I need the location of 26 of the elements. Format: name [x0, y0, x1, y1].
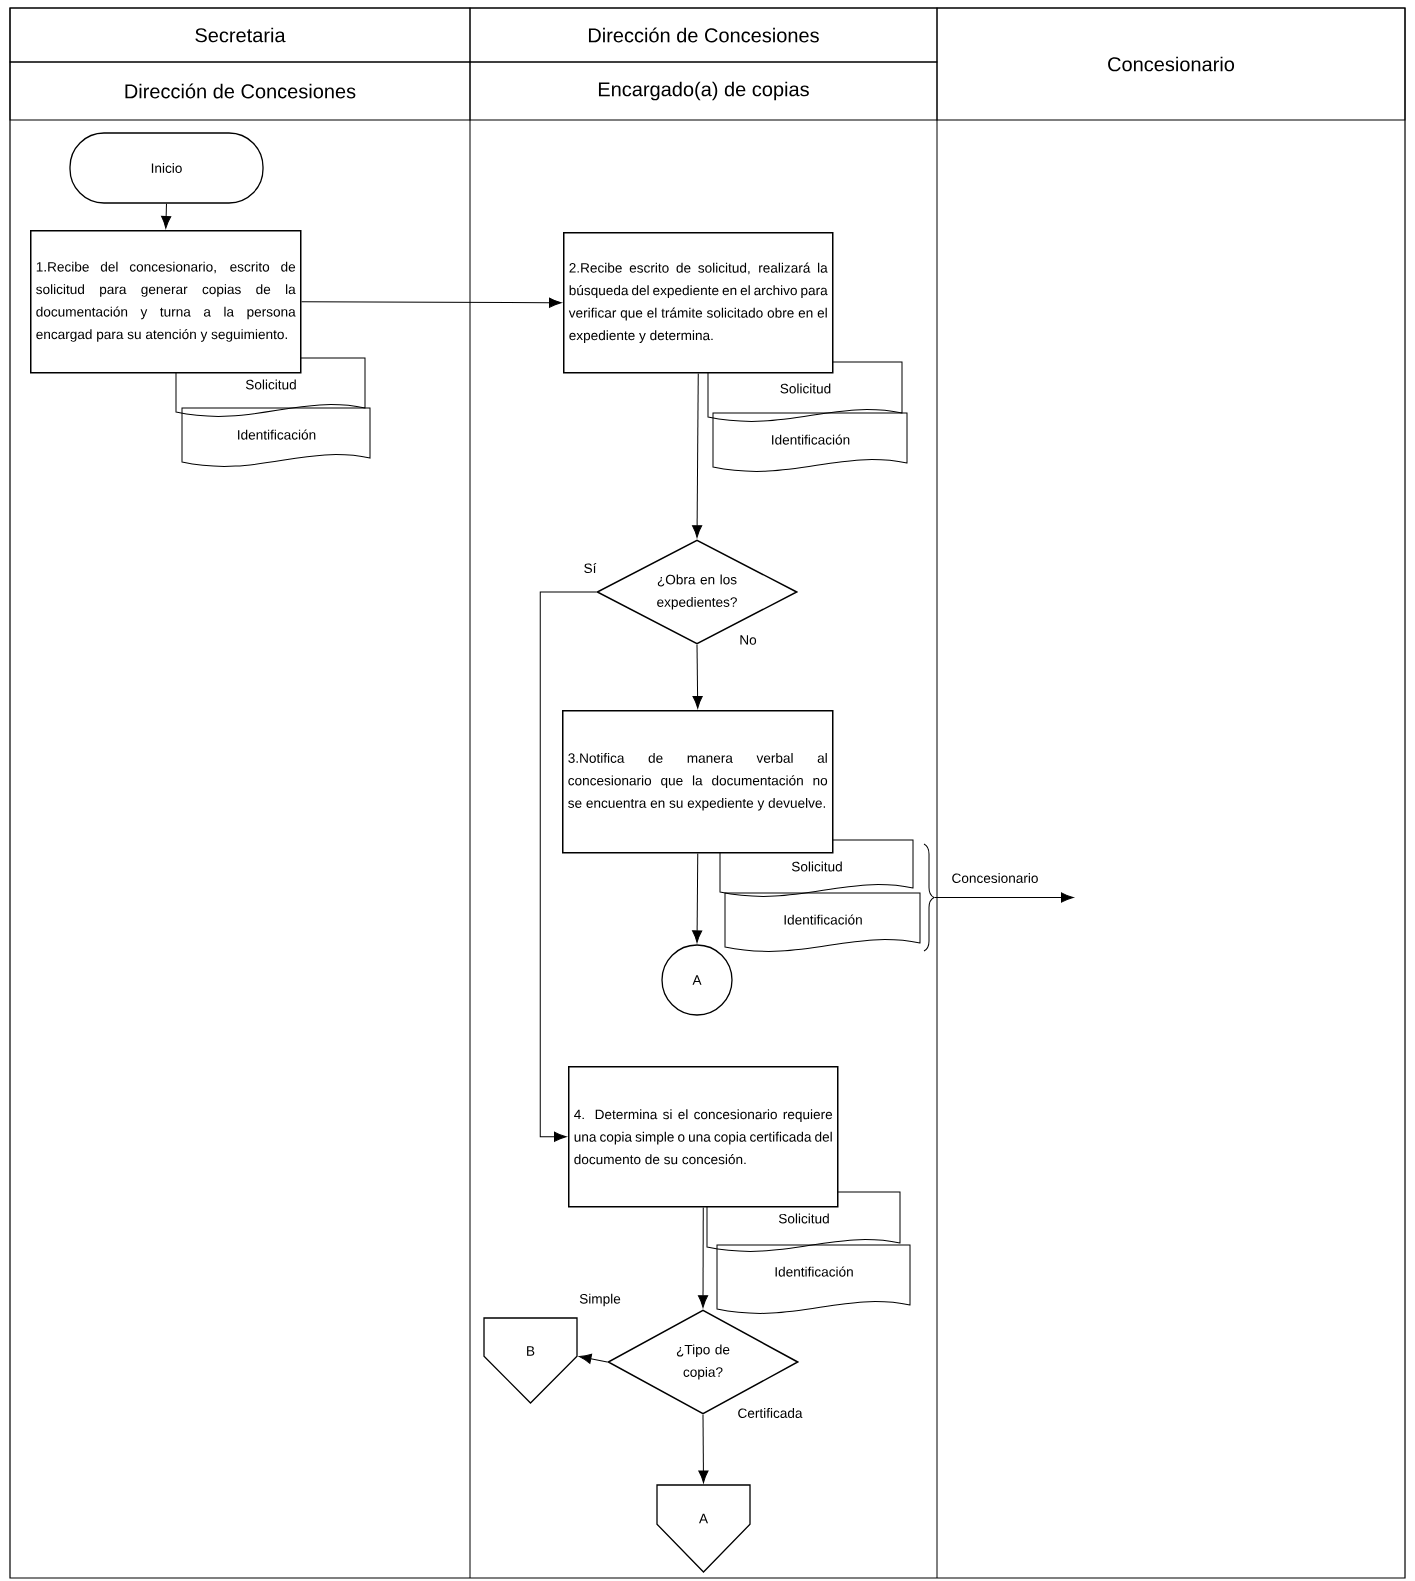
off-page-connector: A	[656, 1484, 751, 1573]
arrow	[692, 644, 703, 709]
start-terminator: Inicio	[69, 132, 264, 204]
edge-label: Sí	[582, 561, 598, 575]
arrow	[161, 203, 172, 229]
arrow	[539, 591, 597, 1142]
process-box: 4. Determina si el concesionario requiere una copia simple o una copia certificada del documento de su concesión.	[568, 1066, 839, 1208]
arrow	[923, 843, 1074, 952]
process-box: 3.Notifica de manera verbal al concesionario que la documentación no se encuentra en su expediente y devuelve.	[562, 710, 834, 854]
process-box: 2.Recibe escrito de solicitud, realizará la búsqueda del expediente en el archivo para verificar que el trámite solicitado obre en el expediente y determina.	[563, 232, 834, 374]
edge-label: Simple	[578, 1292, 622, 1308]
header-cell: Encargado(a) de copias	[469, 61, 938, 121]
arrow	[692, 373, 703, 538]
header-cell: Secretaria	[9, 7, 471, 63]
header-cell: Concesionario	[936, 7, 1406, 121]
header-cell: Dirección de Concesiones	[9, 61, 471, 121]
process-box: 1.Recibe del concesionario, escrito de solicitud para generar copias de la documentación y turna a la persona encargad para su atención y seguimiento.	[30, 230, 302, 374]
off-page-connector: B	[483, 1317, 578, 1404]
arrow	[692, 853, 703, 943]
arrow	[698, 1414, 709, 1484]
arrow	[697, 1207, 709, 1308]
arrow	[578, 1353, 608, 1364]
edge-label: Concesionario	[950, 872, 1040, 884]
edge-label: No	[738, 634, 758, 646]
header-cell: Dirección de Concesiones	[469, 7, 938, 63]
arrow	[301, 297, 562, 308]
